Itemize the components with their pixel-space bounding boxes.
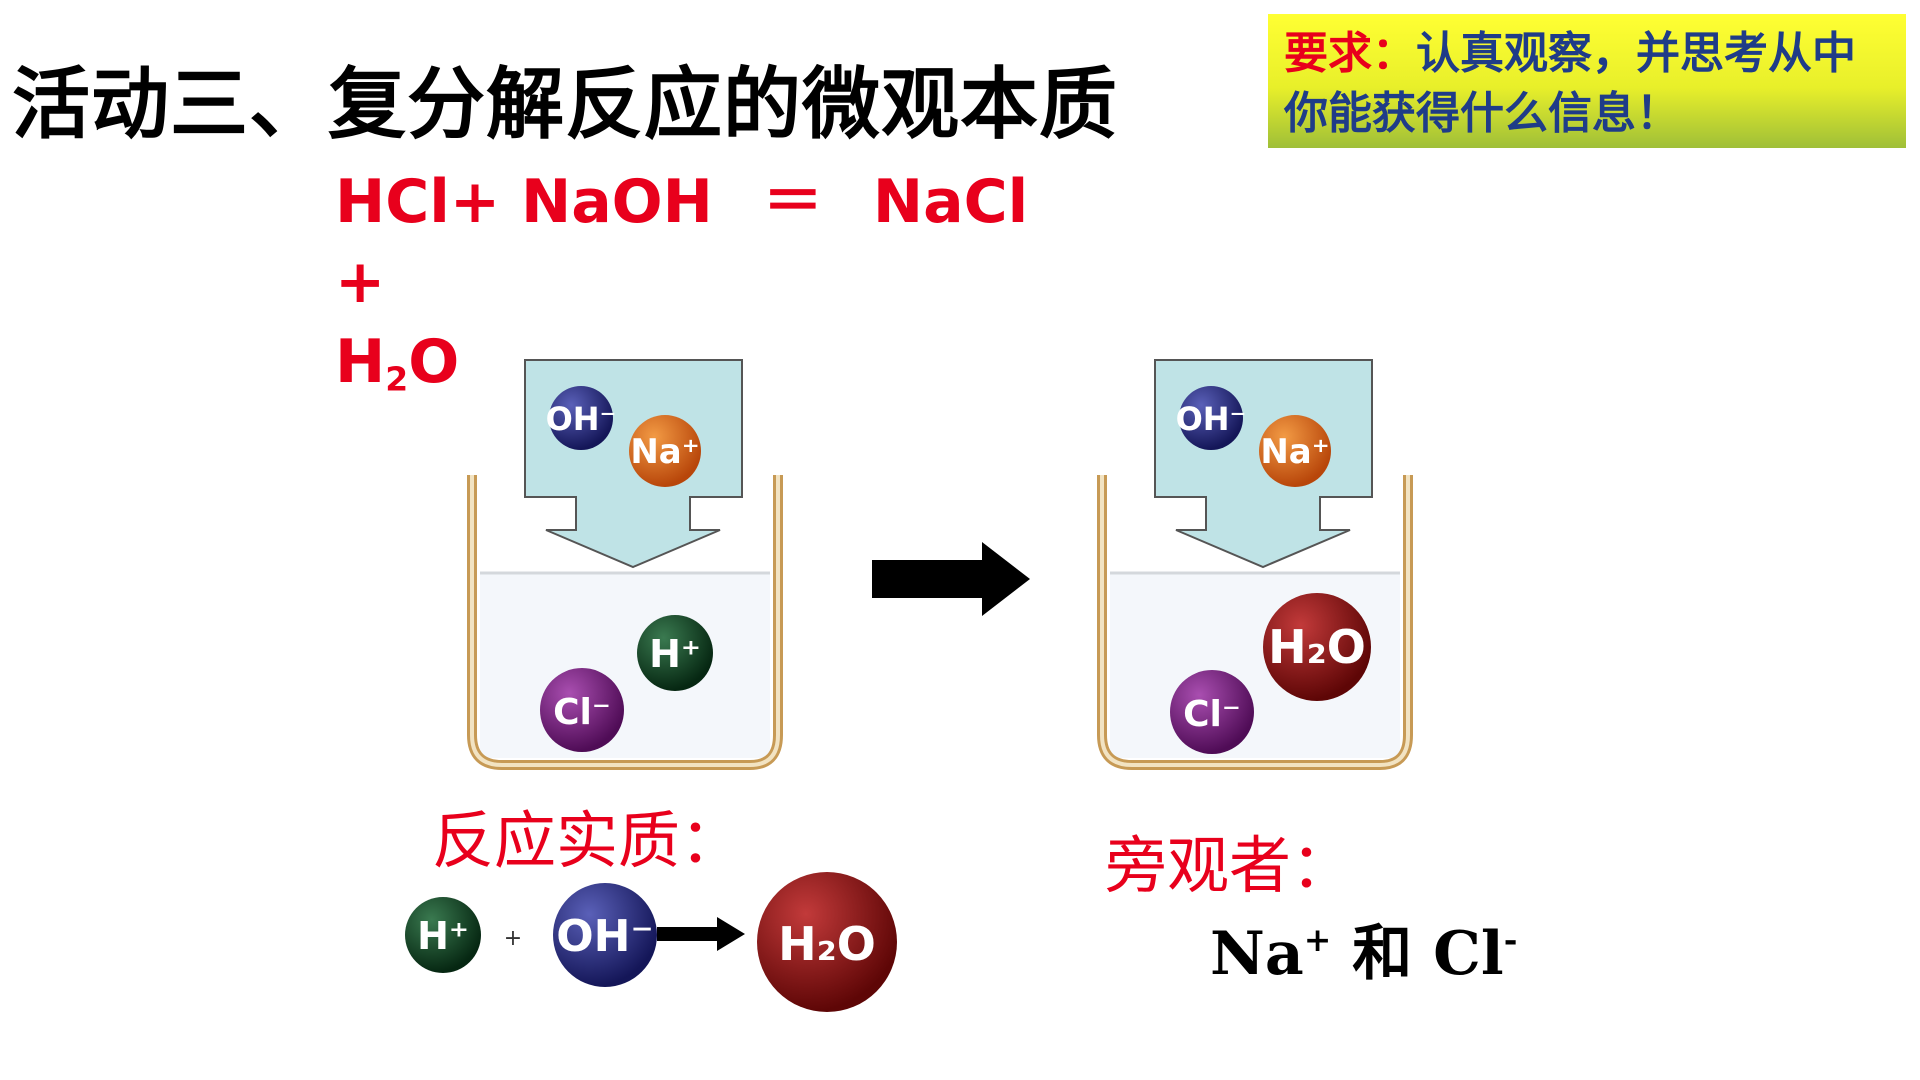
spectator-connector: 和 <box>1331 919 1434 989</box>
reaction-essence-label: 反应实质： <box>432 804 743 877</box>
requirement-box: 要求：认真观察，并思考从中你能获得什么信息！ <box>1268 14 1906 148</box>
svg-text:OH⁻: OH⁻ <box>546 400 617 438</box>
requirement-label: 要求： <box>1284 28 1416 79</box>
svg-text:Cl⁻: Cl⁻ <box>553 692 611 733</box>
svg-text:H₂O: H₂O <box>1268 620 1366 674</box>
essence-arrow <box>657 917 745 951</box>
essence-oh-ion: OH⁻ <box>553 883 657 987</box>
spectator-ions: Na+ 和 Cl- <box>1210 905 1517 992</box>
beaker-left <box>467 475 783 770</box>
reaction-arrow <box>872 542 1030 616</box>
equation-equals: ＝ <box>762 167 823 237</box>
svg-text:Cl⁻: Cl⁻ <box>1183 694 1241 735</box>
ion-oh-right: OH⁻ <box>1176 386 1247 450</box>
essence-plus: + <box>504 926 522 951</box>
spectator-na: Na+ <box>1210 919 1332 989</box>
spectator-cl: Cl- <box>1433 919 1518 989</box>
ion-na-left: Na⁺ <box>629 415 701 487</box>
svg-text:OH⁻: OH⁻ <box>556 911 653 962</box>
ion-oh-left: OH⁻ <box>546 386 617 450</box>
beaker-right-diagram: OH⁻ Na⁺ H₂O Cl⁻ <box>1097 359 1413 770</box>
equation-products: NaCl + <box>335 167 1029 317</box>
equation-reactants: HCl+ NaOH <box>335 167 713 237</box>
svg-text:Na⁺: Na⁺ <box>630 432 699 472</box>
spectator-label: 旁观者： <box>1105 829 1354 902</box>
svg-text:H⁺: H⁺ <box>417 914 469 958</box>
chemical-equation: HCl+ NaOH ＝NaCl + H2O <box>335 162 1055 419</box>
ion-h-left: H⁺ <box>637 615 713 691</box>
reaction-essence-diagram: H⁺ + OH⁻ H₂O <box>405 872 897 1012</box>
requirement-text: 认真观察，并思考从中你能获得什么信息！ <box>1284 28 1856 139</box>
svg-text:OH⁻: OH⁻ <box>1176 400 1247 438</box>
beaker-left-diagram: OH⁻ Na⁺ H⁺ Cl⁻ <box>467 359 783 770</box>
equation-water: H2O <box>335 327 460 399</box>
molecule-water-right: H₂O <box>1263 593 1371 701</box>
essence-h-ion: H⁺ <box>405 897 481 973</box>
ion-cl-right: Cl⁻ <box>1170 670 1254 754</box>
ion-na-right: Na⁺ <box>1259 415 1331 487</box>
svg-text:Na⁺: Na⁺ <box>1260 432 1329 472</box>
essence-water-molecule: H₂O <box>757 872 897 1012</box>
svg-text:H⁺: H⁺ <box>649 632 701 676</box>
ion-cl-left: Cl⁻ <box>540 668 624 752</box>
svg-text:H₂O: H₂O <box>778 917 876 971</box>
page-title: 活动三、复分解反应的微观本质 <box>12 60 1119 150</box>
